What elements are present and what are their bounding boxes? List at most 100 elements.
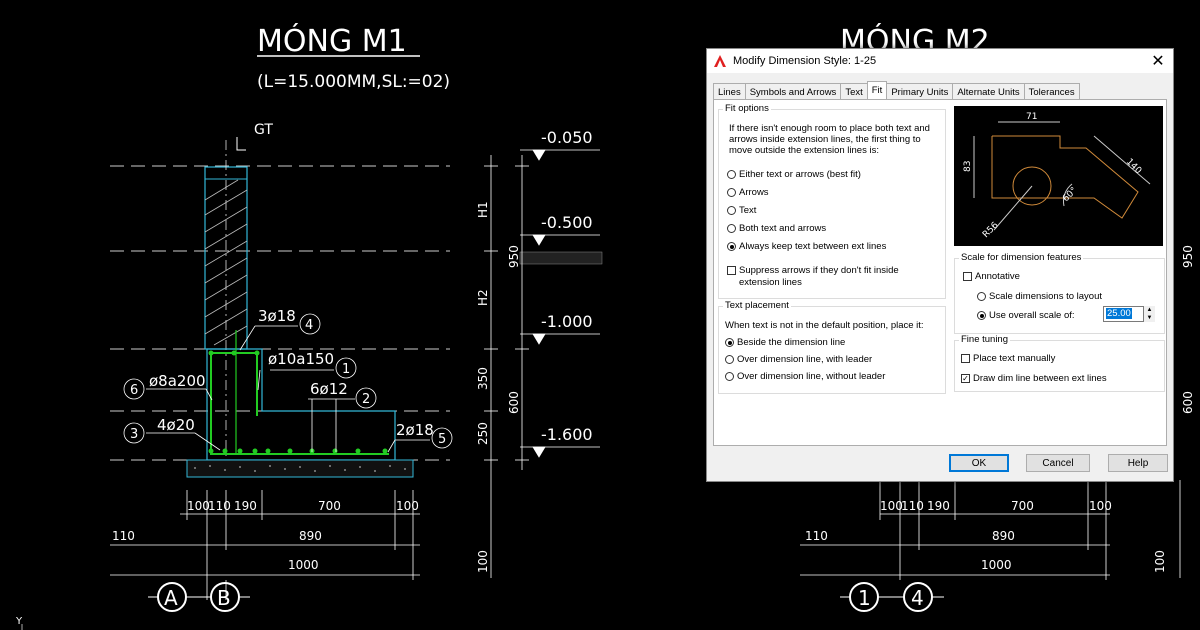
callout-num-2: 2 (362, 392, 370, 407)
m2-axis-bubbles (840, 582, 944, 612)
callout-num-5: 5 (438, 432, 446, 447)
suppress-arrows-checkbox[interactable]: Suppress arrows if they don't fit inside… (727, 265, 907, 289)
annotative-checkbox[interactable]: Annotative (963, 271, 1020, 282)
rebar-dots (208, 350, 388, 454)
scale-group: Scale for dimension features Annotative … (954, 252, 1165, 334)
axis-bubbles (148, 582, 250, 612)
level-label: -0.050 (541, 128, 593, 147)
radio-beside-dimension-line[interactable]: Beside the dimension line (725, 337, 845, 348)
radio-over-without-leader[interactable]: Over dimension line, without leader (725, 371, 885, 382)
ground-hatch (519, 251, 603, 265)
radio-button[interactable] (727, 170, 736, 179)
radio-label: Over dimension line, with leader (737, 354, 873, 365)
m2-dim-100a: 100 (880, 499, 903, 513)
radio-always-keep[interactable]: Always keep text between ext lines (727, 241, 886, 252)
autocad-icon (714, 55, 726, 67)
axis-a-label: A (164, 586, 178, 610)
level-markers (520, 149, 600, 458)
radio-label: Either text or arrows (best fit) (739, 169, 861, 180)
callout-num-1: 1 (342, 362, 350, 377)
m2-dim-1000: 1000 (981, 558, 1012, 572)
level-label: -0.500 (541, 213, 593, 232)
checkbox-label: Draw dim line between ext lines (973, 373, 1107, 384)
fine-tuning-legend: Fine tuning (959, 334, 1011, 345)
callout-num-4: 4 (305, 318, 313, 333)
horizontal-dimension-lines (110, 490, 420, 600)
lean-concrete-dots (194, 465, 406, 472)
radio-scale-to-layout[interactable]: Scale dimensions to layout (977, 291, 1102, 302)
radio-overall-scale[interactable]: Use overall scale of: (977, 310, 1075, 321)
level-label: -1.600 (541, 425, 593, 444)
scale-spinner[interactable]: ▲▼ (1143, 306, 1155, 322)
overall-scale-input[interactable]: 25.00 (1103, 306, 1155, 322)
dim-100: 100 (476, 550, 490, 573)
m2-dim-100b: 100 (1089, 499, 1112, 513)
checkbox-label: Place text manually (973, 353, 1056, 364)
tab-strip: Lines Symbols and Arrows Text Fit Primar… (713, 81, 1080, 103)
radio-text[interactable]: Text (727, 205, 756, 216)
dim-110b: 110 (112, 529, 135, 543)
dim-700: 700 (318, 499, 341, 513)
tab-tolerances[interactable]: Tolerances (1023, 83, 1080, 103)
dim-110a: 110 (208, 499, 231, 513)
checkbox[interactable] (727, 266, 736, 275)
scale-legend: Scale for dimension features (959, 252, 1084, 263)
draw-dim-line-checkbox[interactable]: ✓Draw dim line between ext lines (961, 373, 1107, 384)
callout-text-3: 4ø20 (157, 416, 195, 434)
ok-button[interactable]: OK (949, 454, 1009, 472)
text-placement-group: Text placement When text is not in the d… (718, 300, 946, 394)
ucs-icon: Y (15, 616, 23, 630)
footing-m1: MÓNG M1 (L=15.000MM,SL:=02) GT (110, 22, 603, 612)
radio-over-with-leader[interactable]: Over dimension line, with leader (725, 354, 872, 365)
close-icon[interactable]: ✕ (1151, 53, 1165, 70)
radio-button[interactable] (725, 355, 734, 364)
lean-concrete (186, 459, 414, 478)
dim-h1: H1 (476, 201, 490, 218)
dialog-title-bar[interactable]: Modify Dimension Style: 1-25 ✕ (707, 49, 1173, 73)
checkbox[interactable] (961, 354, 970, 363)
radio-best-fit[interactable]: Either text or arrows (best fit) (727, 169, 861, 180)
m2-dim-700: 700 (1011, 499, 1034, 513)
radio-button-selected[interactable] (725, 338, 734, 347)
radio-button-selected[interactable] (727, 242, 736, 251)
fit-options-description: If there isn't enough room to place both… (729, 123, 930, 156)
m2-dim-100: 100 (1153, 550, 1167, 573)
cancel-button[interactable]: Cancel (1026, 454, 1090, 472)
radio-both[interactable]: Both text and arrows (727, 223, 826, 234)
vertical-dimension-lines (484, 155, 529, 578)
m2-dim-110b: 110 (805, 529, 828, 543)
dim-100b: 100 (396, 499, 419, 513)
radio-label: Scale dimensions to layout (989, 291, 1103, 302)
radio-button[interactable] (727, 188, 736, 197)
help-button[interactable]: Help (1108, 454, 1168, 472)
radio-button-selected[interactable] (977, 311, 986, 320)
axis-4-label: 4 (911, 586, 924, 610)
preview-dim-r56: R56 (981, 220, 1001, 240)
radio-button[interactable] (725, 372, 734, 381)
level-label: -1.000 (541, 312, 593, 331)
place-text-manually-checkbox[interactable]: Place text manually (961, 353, 1055, 364)
radio-button[interactable] (727, 206, 736, 215)
dim-250: 250 (476, 422, 490, 445)
radio-button[interactable] (727, 224, 736, 233)
fit-tab-panel: Fit options If there isn't enough room t… (713, 99, 1167, 446)
preview-dim-140: 140 (1124, 157, 1143, 176)
tab-fit[interactable]: Fit (866, 81, 888, 101)
radio-button[interactable] (977, 292, 986, 301)
axis-1-label: 1 (858, 586, 871, 610)
callout-num-6: 6 (130, 383, 138, 398)
dim-950: 950 (507, 245, 521, 268)
radio-arrows[interactable]: Arrows (727, 187, 769, 198)
radio-label: Always keep text between ext lines (739, 241, 887, 252)
dim-350: 350 (476, 367, 490, 390)
radio-label: Arrows (739, 187, 769, 198)
checkbox-checked[interactable]: ✓ (961, 374, 970, 383)
checkbox[interactable] (963, 272, 972, 281)
callout-text-1: ø10a150 (268, 350, 334, 368)
checkbox-label: Suppress arrows if they don't fit inside… (739, 265, 899, 288)
radio-label: Both text and arrows (739, 223, 827, 234)
radio-label: Use overall scale of: (989, 310, 1075, 321)
m2-dim-190: 190 (927, 499, 950, 513)
overall-scale-value: 25.00 (1106, 308, 1132, 319)
